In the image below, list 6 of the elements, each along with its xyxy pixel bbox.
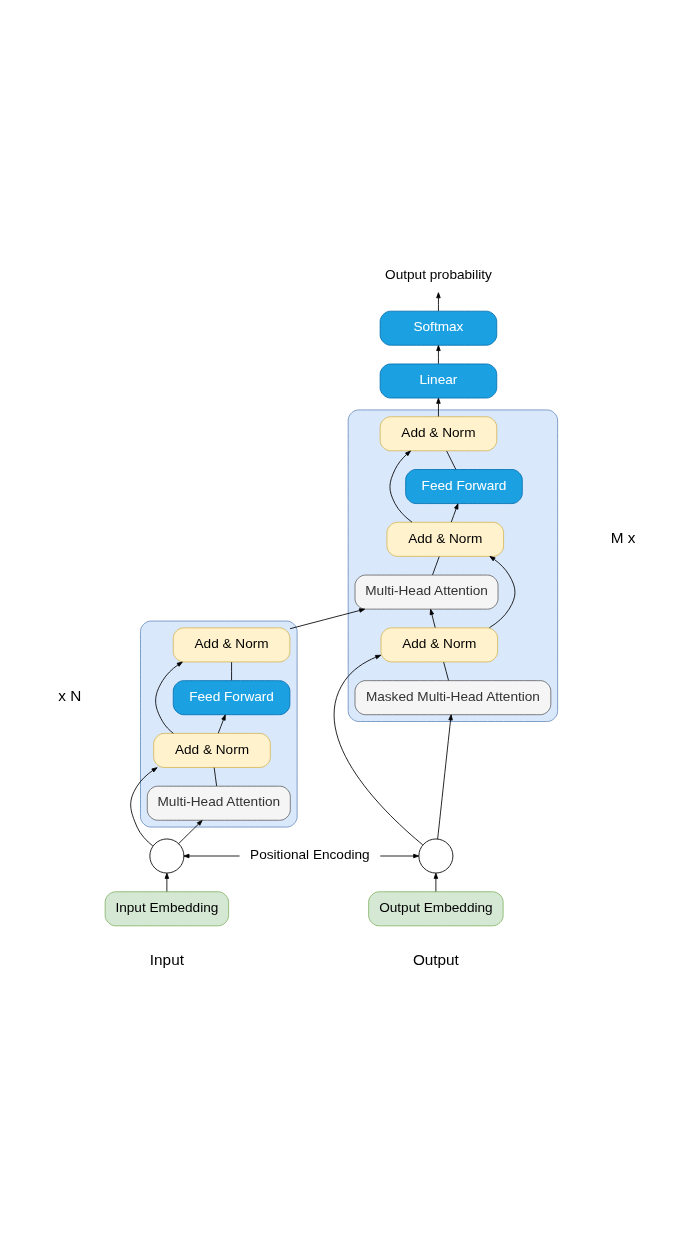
node-label: Output (412, 951, 459, 969)
label: M x (610, 529, 636, 547)
node-label: Input (149, 951, 184, 969)
node-text: Output probability (385, 266, 492, 282)
node-text: Positional Encoding (250, 847, 370, 863)
label: x N (58, 687, 82, 705)
